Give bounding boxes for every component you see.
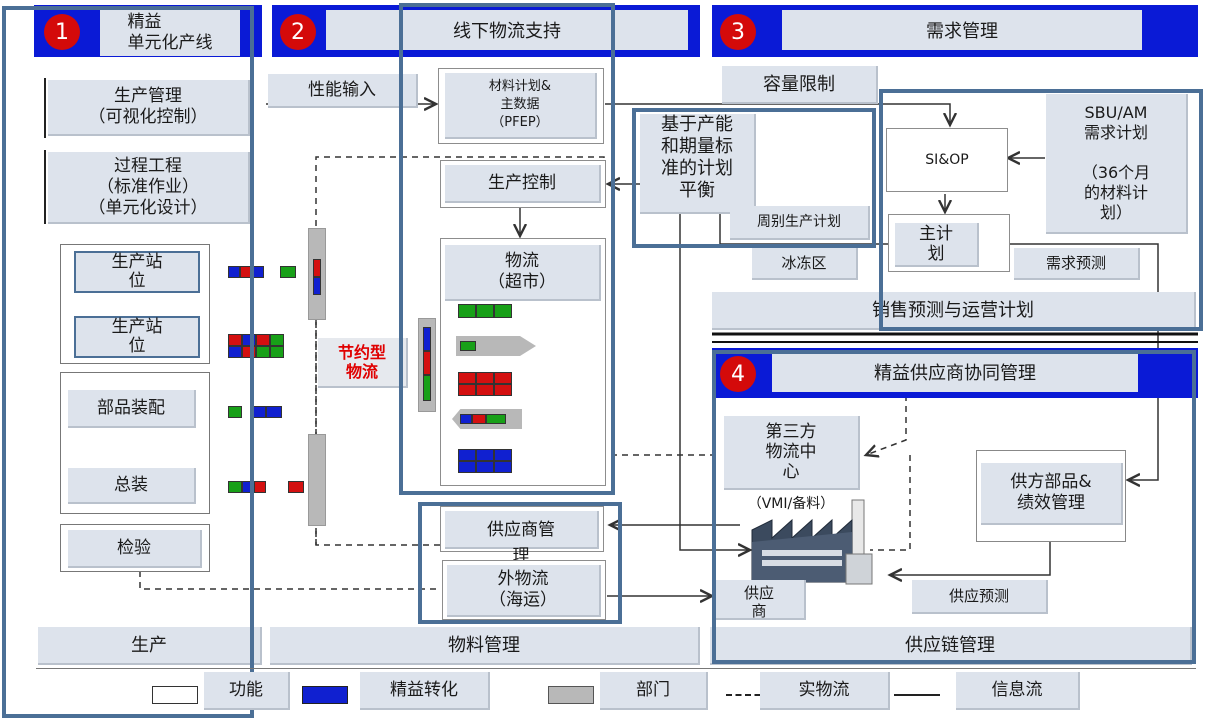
- freeze-zone-box: 冰冻区: [752, 248, 858, 280]
- prod-mgmt-box: 生产管理 （可视化控制）: [48, 80, 250, 136]
- third-party-box: 第三方 物流中 心: [724, 416, 860, 490]
- frame-supplier: [418, 502, 622, 624]
- external-logistics-box: 外物流 （海运）: [442, 560, 606, 620]
- prod-control-label: 生产控制: [445, 165, 601, 203]
- legend-function-label: 功能: [204, 672, 290, 710]
- demand-forecast-box: 需求预测: [1014, 248, 1140, 280]
- external-logistics-label: 外物流 （海运）: [447, 565, 601, 617]
- section3-number: 3: [720, 14, 756, 50]
- kanban-blue-block: [458, 449, 514, 473]
- inspection-box: 检验: [68, 530, 202, 568]
- legend-department-label: 部门: [600, 672, 708, 710]
- legend-info-label: 信息流: [956, 672, 1080, 710]
- section4-number: 4: [720, 356, 756, 392]
- conveyor-2: [452, 409, 522, 429]
- kanban-red-block: [458, 372, 514, 396]
- section2-number: 2: [280, 14, 316, 50]
- supplier-box: 供应 商: [714, 580, 806, 620]
- conveyor-1: [456, 336, 536, 356]
- parts-assembly: 部品装配: [68, 390, 196, 428]
- logistics-label: 物流 （超市）: [445, 245, 601, 301]
- sales-ops-box: 销售预测与运营计划: [712, 292, 1196, 330]
- supplier-mgmt-label: 供应商管 理: [445, 511, 599, 566]
- section3-title: 需求管理: [782, 10, 1142, 50]
- supermarket-box: 物流 （超市）: [440, 238, 606, 486]
- legend-info-swatch: [894, 694, 940, 696]
- legend-lean-label: 精益转化: [360, 672, 490, 710]
- supplier-parts-box: 供方部品& 绩效管理: [976, 450, 1126, 542]
- supplier-parts-label: 供方部品& 绩效管理: [981, 463, 1123, 525]
- legend-physical-swatch: [726, 694, 770, 696]
- vmi-label: （VMI/备料）: [747, 496, 835, 512]
- legend-department-swatch: [548, 686, 594, 704]
- pfep-box: 材料计划& 主数据 （PFEP）: [438, 68, 604, 144]
- legend-lean-swatch: [302, 686, 348, 704]
- siop-box: SI&OP: [886, 128, 1008, 192]
- factory-icon: [751, 499, 873, 585]
- perf-input-box: 性能输入: [268, 74, 418, 108]
- tube-left-bottom: [308, 434, 326, 526]
- master-plan-box: 主计 划: [888, 214, 1010, 272]
- master-plan-label: 主计 划: [895, 223, 979, 267]
- section1-number: 1: [44, 14, 80, 50]
- section4-title: 精益供应商协同管理: [772, 352, 1138, 392]
- col1-bracket-top: [44, 78, 254, 138]
- section2-title: 线下物流支持: [326, 10, 688, 50]
- pfep-label: 材料计划& 主数据 （PFEP）: [445, 73, 597, 139]
- sbu-am-box: SBU/AM 需求计划 （36个月 的材料计 划）: [1046, 94, 1188, 234]
- final-assembly: 总装: [68, 468, 196, 504]
- station-1: 生产站 位: [74, 251, 200, 293]
- station-2: 生产站 位: [74, 316, 200, 358]
- kanban-green-row: [458, 304, 514, 318]
- production-footer: 生产: [38, 627, 262, 665]
- section1-title: 精益 单元化产线: [100, 10, 240, 56]
- balance-plan-box: 基于产能 和期量标 准的计划 平衡: [640, 114, 756, 214]
- frame-col2: [399, 3, 615, 495]
- legend-bar: [36, 668, 1196, 718]
- frame-balance: [632, 108, 876, 248]
- supplier-forecast-box: 供应预测: [912, 580, 1048, 614]
- supply-chain-footer: 供应链管理: [710, 627, 1192, 665]
- frame-siop: [879, 89, 1203, 331]
- tube-right: [418, 318, 436, 412]
- col1-bracket-mid: [44, 150, 254, 224]
- supplier-mgmt-box: 供应商管 理: [440, 506, 604, 566]
- process-eng-box: 过程工程 （标准作业） （单元化设计）: [48, 152, 250, 224]
- kanban-row-2: [228, 334, 284, 358]
- weekly-plan-box: 周别生产计划: [730, 206, 870, 240]
- frame-section4: [712, 350, 1196, 664]
- legend-function-swatch: [152, 686, 198, 704]
- capacity-limit-box: 容量限制: [722, 66, 878, 104]
- legend-physical-label: 实物流: [760, 672, 890, 710]
- frame-col1: [2, 6, 254, 718]
- material-mgmt-footer: 物料管理: [270, 627, 700, 665]
- tube-left-top: [308, 228, 326, 320]
- kanban-row-3: [228, 406, 284, 418]
- prod-control-box: 生产控制: [440, 160, 606, 208]
- lean-logistics-label: 节约型 物流: [318, 338, 408, 388]
